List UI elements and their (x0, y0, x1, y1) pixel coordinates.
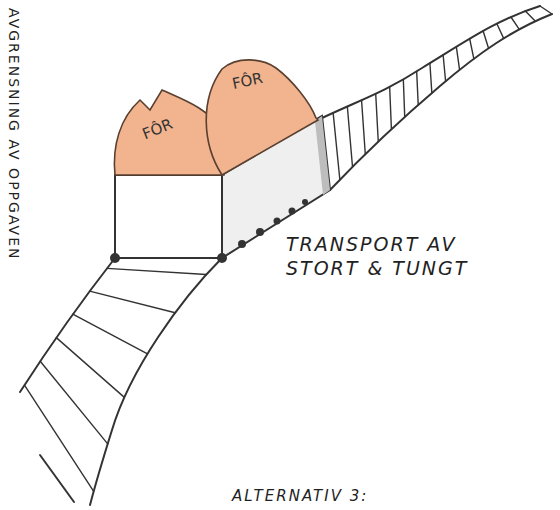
rail (330, 14, 552, 190)
cart-front (115, 175, 222, 258)
cart-shade (315, 116, 330, 195)
feed-sack: FÔR (192, 54, 317, 176)
rail-tie (56, 338, 124, 398)
rail-tie (403, 79, 404, 116)
side-heading: AVGRENSNING AV OPPGAVEN (6, 8, 22, 260)
rail-tie (347, 106, 352, 166)
sack-outline (206, 60, 318, 175)
rail (90, 258, 222, 505)
wheels (110, 199, 308, 263)
rail-tie (40, 361, 107, 444)
rail-tie (24, 385, 93, 491)
rail-tie (511, 17, 519, 29)
rail-ties (24, 6, 552, 491)
rail (322, 6, 540, 118)
rail-tie (90, 291, 175, 313)
rail-tie (390, 87, 392, 129)
sketch-note: ALTERNATIV 3: (232, 484, 432, 508)
rail-tie (376, 94, 379, 142)
rail-tie (456, 47, 459, 70)
rail-tie (483, 31, 488, 48)
rail-tie (362, 100, 366, 154)
rail-tie (470, 39, 474, 59)
rail-tie (333, 113, 340, 180)
sketch-note: TRANSPORT AV STORT & TUNGT (286, 232, 476, 280)
rail-tie (443, 55, 445, 81)
rail-tie (430, 63, 432, 93)
rail (20, 258, 115, 392)
rail-tie (73, 314, 148, 354)
rail-end (40, 455, 74, 502)
rail-tie (540, 6, 552, 14)
rail-tie (525, 11, 535, 21)
rail-tie (497, 24, 504, 39)
rail-tie (107, 268, 206, 274)
rail-tie (417, 71, 419, 104)
